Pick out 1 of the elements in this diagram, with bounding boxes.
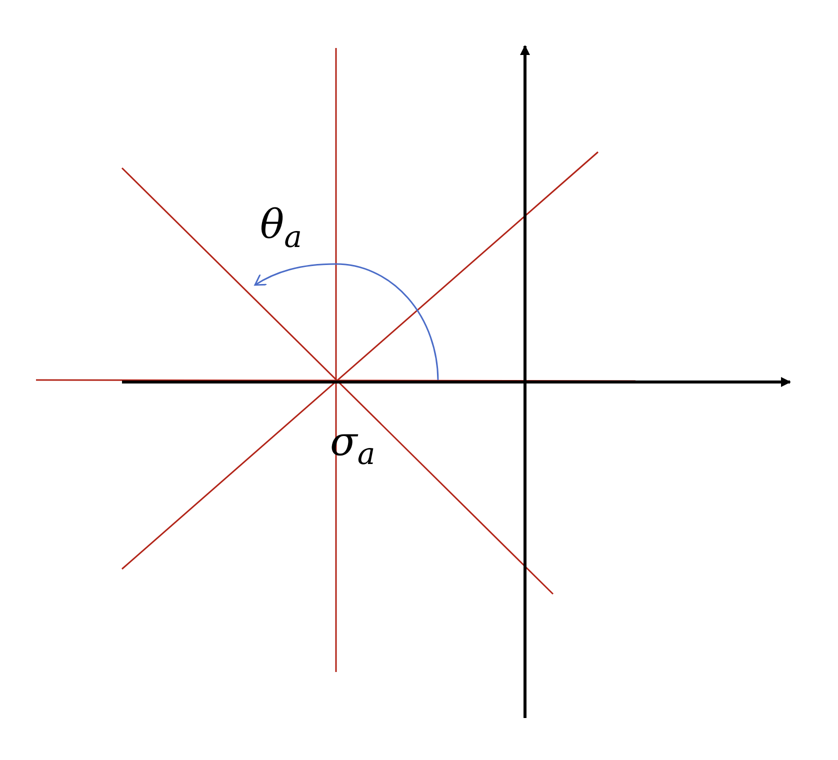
angle-label: θ$_{a}$ bbox=[260, 205, 302, 253]
